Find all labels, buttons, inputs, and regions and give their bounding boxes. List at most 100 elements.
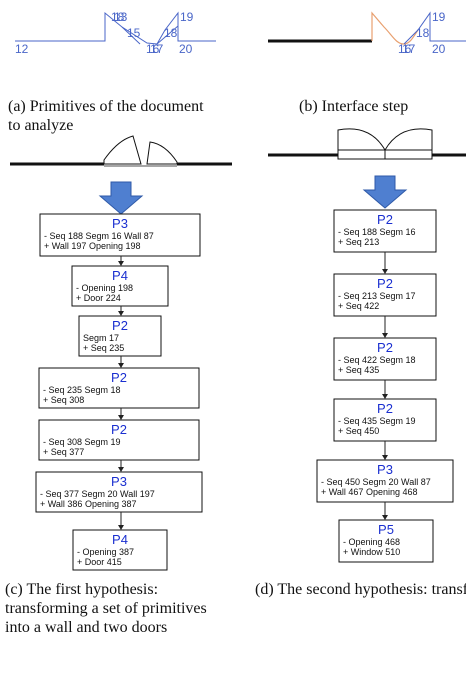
flow-d-node: P5- Opening 468+ Window 510 — [338, 519, 434, 563]
flow-d-node-line: - Seq 450 Segm 20 Wall 87 — [321, 477, 431, 487]
primitive-label-19: 19 — [180, 10, 194, 24]
flow-c-node: P4- Opening 198+ Door 224 — [71, 265, 169, 307]
flow-c-node-title: P2 — [111, 422, 127, 437]
flow-d-node-title: P2 — [377, 276, 393, 291]
flow-d-node-line: - Seq 422 Segm 18 — [338, 355, 416, 365]
flow-c-node-line: Segm 17 — [83, 333, 119, 343]
panel-c-door-illustration — [10, 135, 232, 167]
flow-c-connector-arrowhead — [118, 415, 124, 420]
flow-c-node-title: P4 — [112, 268, 128, 283]
flow-d-node-line: + Seq 422 — [338, 301, 379, 311]
flow-c-node: P3- Seq 188 Segm 16 Wall 87+ Wall 197 Op… — [39, 213, 201, 257]
flow-d-node-line: - Seq 213 Segm 17 — [338, 291, 416, 301]
flow-c-node-line: + Seq 308 — [43, 395, 84, 405]
flow-c-connector-arrowhead — [118, 311, 124, 316]
primitive-label-17: 17 — [150, 42, 164, 56]
flow-d-connector-arrowhead — [382, 455, 388, 460]
primitive-label-18: 18 — [111, 10, 125, 24]
flow-d-connector-arrowhead — [382, 333, 388, 338]
panel-a-primitives: 18 13 15 16 17 18 19 12 20 — [15, 10, 216, 56]
flow-c-node-title: P3 — [112, 216, 128, 231]
flow-c-node-line: + Seq 235 — [83, 343, 124, 353]
interface-label-19: 19 — [432, 10, 446, 24]
flow-d-node-box — [333, 398, 437, 442]
primitive-segment — [156, 25, 179, 45]
panel-d-window-illustration — [268, 128, 466, 160]
flow-d-node-title: P3 — [377, 462, 393, 477]
flow-c-node-title: P4 — [112, 532, 128, 547]
flow-d-node: P2- Seq 435 Segm 19+ Seq 450 — [333, 398, 437, 442]
hypothesis-flow-1: P3- Seq 188 Segm 16 Wall 87+ Wall 197 Op… — [35, 213, 203, 571]
primitive-label-20: 20 — [179, 42, 193, 56]
window-swing — [384, 128, 433, 151]
primitive-segment — [121, 26, 141, 45]
flow-c-connector-arrowhead — [118, 467, 124, 472]
flow-c-node-box — [39, 213, 201, 257]
flow-d-node-box — [333, 337, 437, 381]
flow-c-node-line: + Wall 197 Opening 198 — [44, 241, 140, 251]
flow-c-node-line: - Seq 377 Segm 20 Wall 197 — [40, 489, 155, 499]
primitive-label-15: 15 — [127, 26, 141, 40]
flow-c-node: P3- Seq 377 Segm 20 Wall 197+ Wall 386 O… — [35, 471, 203, 513]
flow-c-node-line: - Seq 235 Segm 18 — [43, 385, 121, 395]
flow-c-node-title: P2 — [111, 370, 127, 385]
caption-panel-c: (c) The first hypothesis: transforming a… — [5, 581, 207, 636]
door-swing — [146, 141, 178, 165]
primitive-label-18b: 18 — [164, 26, 178, 40]
primitive-label-16: 16 — [146, 42, 160, 56]
flow-c-node-title: P2 — [112, 318, 128, 333]
primitive-polyline — [403, 11, 466, 45]
flow-c-connector-arrowhead — [118, 261, 124, 266]
flow-d-node-title: P2 — [377, 340, 393, 355]
flow-c-node: P4- Opening 387+ Door 415 — [72, 529, 168, 571]
primitive-label-12: 12 — [15, 42, 29, 56]
flow-d-node-box — [333, 273, 437, 317]
flow-d-node-line: + Seq 213 — [338, 237, 379, 247]
caption-panel-d: (d) The second hypothesis: transforming … — [255, 581, 466, 598]
flow-c-node-line: + Wall 386 Opening 387 — [40, 499, 136, 509]
flow-c-node-line: - Opening 198 — [76, 283, 133, 293]
flow-c-connector-arrowhead — [118, 525, 124, 530]
flow-c-node-box — [38, 419, 200, 461]
flow-d-node-line: - Seq 188 Segm 16 — [338, 227, 416, 237]
interface-curve — [371, 11, 419, 45]
flow-d-connector-arrowhead — [382, 269, 388, 274]
caption-panel-b: (b) Interface step — [299, 98, 409, 115]
flow-c-node-line: - Seq 308 Segm 19 — [43, 437, 121, 447]
flow-d-node-box — [333, 209, 437, 253]
flow-d-node: P2- Seq 422 Segm 18+ Seq 435 — [333, 337, 437, 381]
flow-c-node-line: - Seq 188 Segm 16 Wall 87 — [44, 231, 154, 241]
flow-c-connector-arrowhead — [118, 363, 124, 368]
interface-label-18: 18 — [416, 26, 430, 40]
flow-d-node-line: + Window 510 — [343, 547, 400, 557]
flow-c-node-title: P3 — [111, 474, 127, 489]
primitive-label-13: 13 — [114, 10, 128, 24]
window-swing — [337, 128, 386, 151]
flow-d-node-line: + Seq 435 — [338, 365, 379, 375]
flow-d-node-title: P2 — [377, 401, 393, 416]
flow-c-node-box — [78, 315, 162, 357]
flow-d-node-line: - Seq 435 Segm 19 — [338, 416, 416, 426]
flow-c-node-line: + Seq 377 — [43, 447, 84, 457]
primitive-polyline — [15, 11, 216, 45]
flow-c-node: P2- Seq 235 Segm 18+ Seq 308 — [38, 367, 200, 409]
blue-down-arrow-left — [98, 181, 144, 215]
flow-d-node-line: + Wall 467 Opening 468 — [321, 487, 417, 497]
flow-d-node: P3- Seq 450 Segm 20 Wall 87+ Wall 467 Op… — [316, 459, 454, 503]
interface-label-17: 17 — [402, 42, 416, 56]
flow-c-node-box — [35, 471, 203, 513]
flow-d-node-line: - Opening 468 — [343, 537, 400, 547]
flow-d-connector-arrowhead — [382, 394, 388, 399]
flow-d-node-box — [316, 459, 454, 503]
flow-c-node-line: + Door 415 — [77, 557, 122, 567]
flow-d-node-title: P5 — [378, 522, 394, 537]
flow-d-node-box — [338, 519, 434, 563]
interface-label-16: 16 — [398, 42, 412, 56]
flow-c-node: P2- Seq 308 Segm 19+ Seq 377 — [38, 419, 200, 461]
flow-c-node-box — [38, 367, 200, 409]
flow-d-connector-arrowhead — [382, 515, 388, 520]
panel-b-interface: 19 18 16 17 20 — [268, 10, 466, 56]
